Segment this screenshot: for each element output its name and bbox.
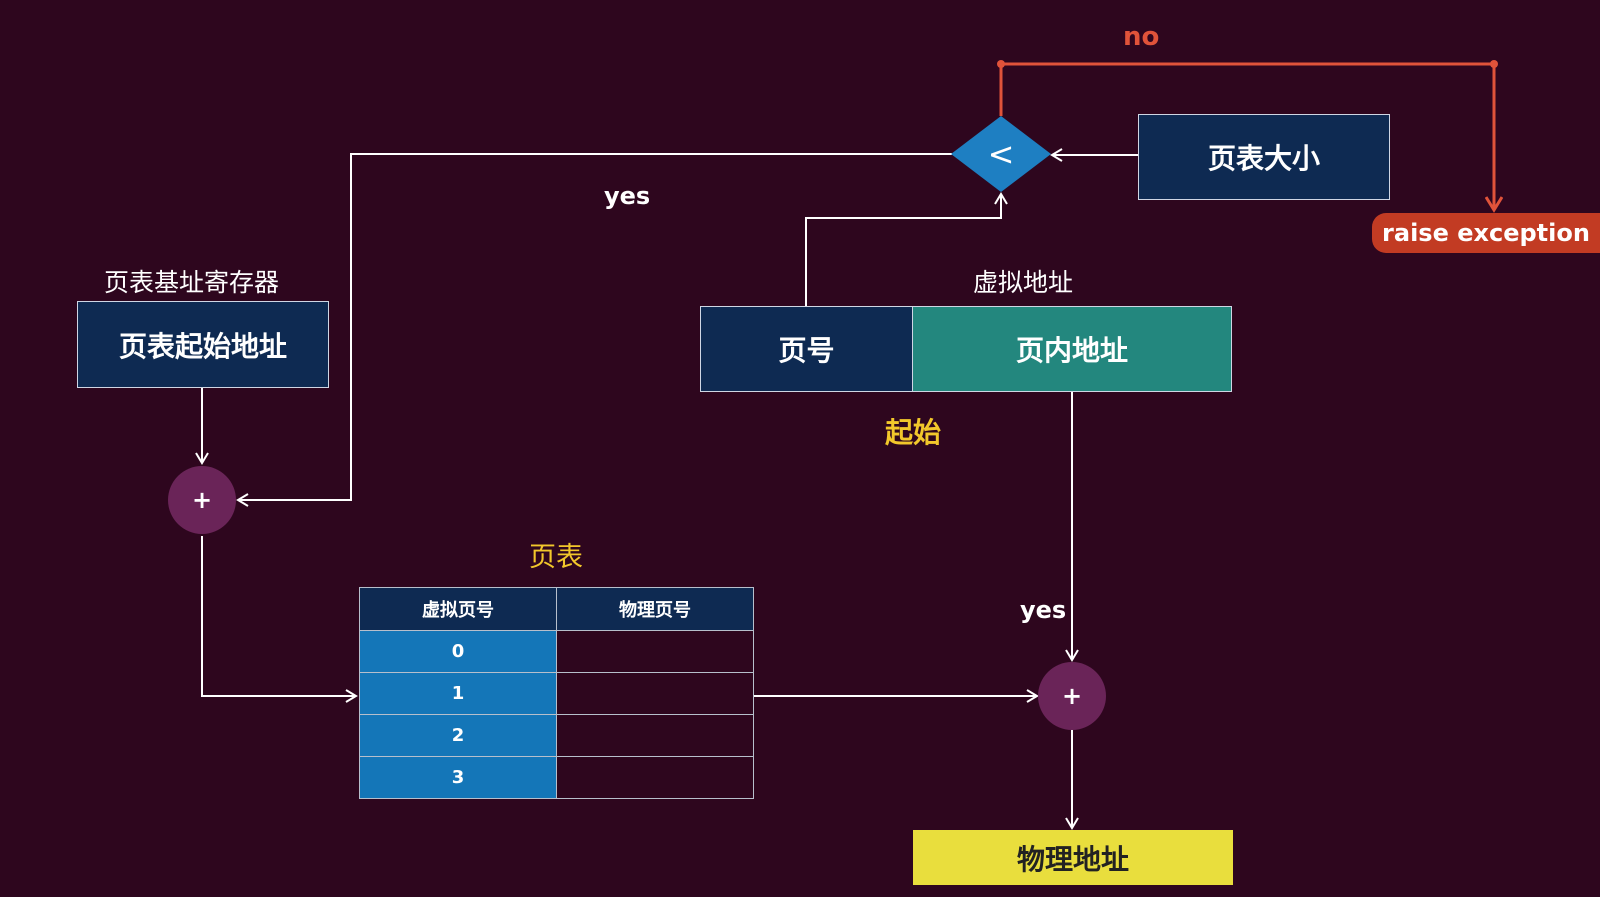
wire-pagenum-to-comparator [805,192,1008,306]
table-row: 3 [359,756,754,799]
virtual-address-caption: 虚拟地址 [973,268,1074,297]
table-header-row: 虚拟页号 物理页号 [359,587,754,631]
raise-exception-badge: raise exception [1372,213,1600,253]
page-number-box: 页号 [700,306,913,392]
vpn-cell: 1 [359,672,557,715]
offset-adder: + [1038,662,1106,730]
table-row: 2 [359,714,754,757]
vpn-cell: 0 [359,630,557,673]
page-table-base-register: 页表起始地址 [77,301,329,388]
comparator-diamond [951,116,1051,192]
register-caption: 页表基址寄存器 [104,268,280,297]
physical-address-box: 物理地址 [913,830,1233,885]
page-table: 虚拟页号 物理页号 0 1 2 3 [359,587,754,799]
table-row: 0 [359,630,754,673]
wire-no-path [999,62,1494,210]
comparator-symbol: < [988,135,1015,173]
yes-right-label: yes [1020,596,1067,624]
wire-comparator-yes [236,153,952,507]
page-table-title: 页表 [529,542,583,573]
ppn-cell [556,756,754,799]
yes-top-label: yes [604,182,651,210]
base-adder: + [168,466,236,534]
ppn-cell [556,672,754,715]
header-virtual-page: 虚拟页号 [359,587,557,631]
vpn-cell: 3 [359,756,557,799]
header-physical-page: 物理页号 [556,587,754,631]
page-table-size-box: 页表大小 [1138,114,1390,200]
ppn-cell [556,714,754,757]
start-note: 起始 [885,416,942,449]
wire-adder-to-table [201,536,358,703]
no-label: no [1123,22,1160,52]
vpn-cell: 2 [359,714,557,757]
table-row: 1 [359,672,754,715]
page-offset-box: 页内地址 [912,306,1232,392]
ppn-cell [556,630,754,673]
